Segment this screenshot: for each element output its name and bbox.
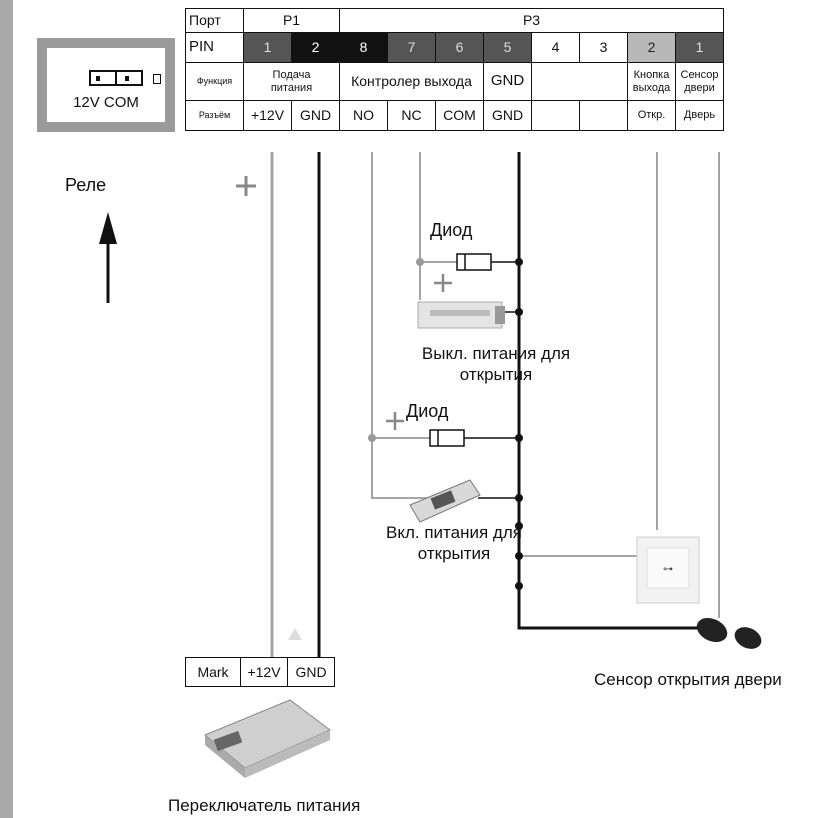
connector-cell-3: NO — [339, 100, 388, 131]
relay-pin-block-2 — [115, 70, 143, 86]
relay-pin-block-1 — [89, 70, 117, 86]
exit-button-device-icon: ⊶ — [636, 536, 700, 604]
node-diode2-right — [515, 434, 523, 442]
pin-cell-p3-5: 5 — [483, 32, 532, 63]
node-door-gnd — [515, 582, 523, 590]
connector-cell-4: NC — [387, 100, 436, 131]
triangle-marker-icon — [288, 628, 302, 640]
lock-on-device-icon — [409, 479, 481, 523]
plus-icon-diode2 — [386, 412, 404, 430]
diode-2-label: Диод — [406, 401, 449, 421]
port-header: Порт — [185, 8, 244, 33]
diode-2-icon — [429, 429, 465, 447]
node-diode2-left — [368, 434, 376, 442]
door-sensor-device-icon — [696, 617, 762, 649]
pin-cell-p3-4: 4 — [531, 32, 580, 63]
pin-header: PIN — [185, 32, 244, 63]
port-p3: P3 — [339, 8, 724, 33]
relay-connector-box: 12V COM — [37, 38, 175, 132]
table-row-connector: Разъём +12V GND NO NC COM GND Откр. Двер… — [185, 100, 724, 131]
node-diode1-left — [416, 258, 424, 266]
connector-cell-10: Дверь — [675, 100, 724, 131]
connector-cell-1: +12V — [243, 100, 292, 131]
relay-arrow-icon — [99, 212, 117, 303]
lock-off-caption: Выкл. питания для открытия — [421, 344, 571, 385]
diode-1-icon — [456, 253, 492, 271]
diode-1-label: Диод — [430, 220, 473, 240]
function-empty — [531, 62, 628, 101]
pin-cell-p3-2: 2 — [627, 32, 676, 63]
power-switch-caption: Переключатель питания — [168, 796, 361, 815]
door-sensor-caption: Сенсор открытия двери — [594, 670, 782, 689]
psu-terminal-gnd: GND — [287, 657, 335, 687]
plus-icon-relay — [236, 176, 256, 196]
lock-on-caption: Вкл. питания для открытия — [386, 523, 522, 564]
connector-cell-5: COM — [435, 100, 484, 131]
node-lockon-right2 — [515, 522, 523, 530]
relay-pin-single — [153, 74, 161, 84]
lock-off-device-icon — [417, 301, 505, 329]
pin-cell-p1-1: 1 — [243, 32, 292, 63]
connector-cell-7 — [531, 100, 580, 131]
pin-table: Порт P1 P3 PIN 1 2 8 7 6 5 4 3 2 1 Функц… — [185, 8, 724, 131]
node-lockon-right — [515, 494, 523, 502]
relay-caption: Реле — [65, 175, 107, 195]
table-row-pin: PIN 1 2 8 7 6 5 4 3 2 1 — [185, 32, 724, 63]
plus-icon-diode1 — [434, 274, 452, 292]
psu-terminal-table: Mark +12V GND — [185, 657, 335, 687]
pin-cell-p3-7: 7 — [387, 32, 436, 63]
node-diode1-right — [515, 258, 523, 266]
node-lockoff-right — [515, 308, 523, 316]
wire-no — [371, 152, 430, 499]
function-exit-button: Кнопка выхода — [627, 62, 676, 101]
power-supply-device-icon — [204, 699, 331, 778]
relay-label: 12V COM — [73, 94, 139, 111]
psu-terminal-mark: Mark — [185, 657, 241, 687]
left-border-bar — [0, 0, 13, 818]
pin-cell-p3-6: 6 — [435, 32, 484, 63]
psu-terminal-12v: +12V — [240, 657, 288, 687]
pin-cell-p3-8: 8 — [339, 32, 388, 63]
connector-cell-9: Откр. — [627, 100, 676, 131]
table-row-port: Порт P1 P3 — [185, 8, 724, 33]
connector-cell-2: GND — [291, 100, 340, 131]
connector-cell-6: GND — [483, 100, 532, 131]
pin-cell-p3-1: 1 — [675, 32, 724, 63]
svg-text:⊶: ⊶ — [663, 564, 673, 575]
node-exit-gnd — [515, 552, 523, 560]
function-power: Подача питания — [243, 62, 340, 101]
